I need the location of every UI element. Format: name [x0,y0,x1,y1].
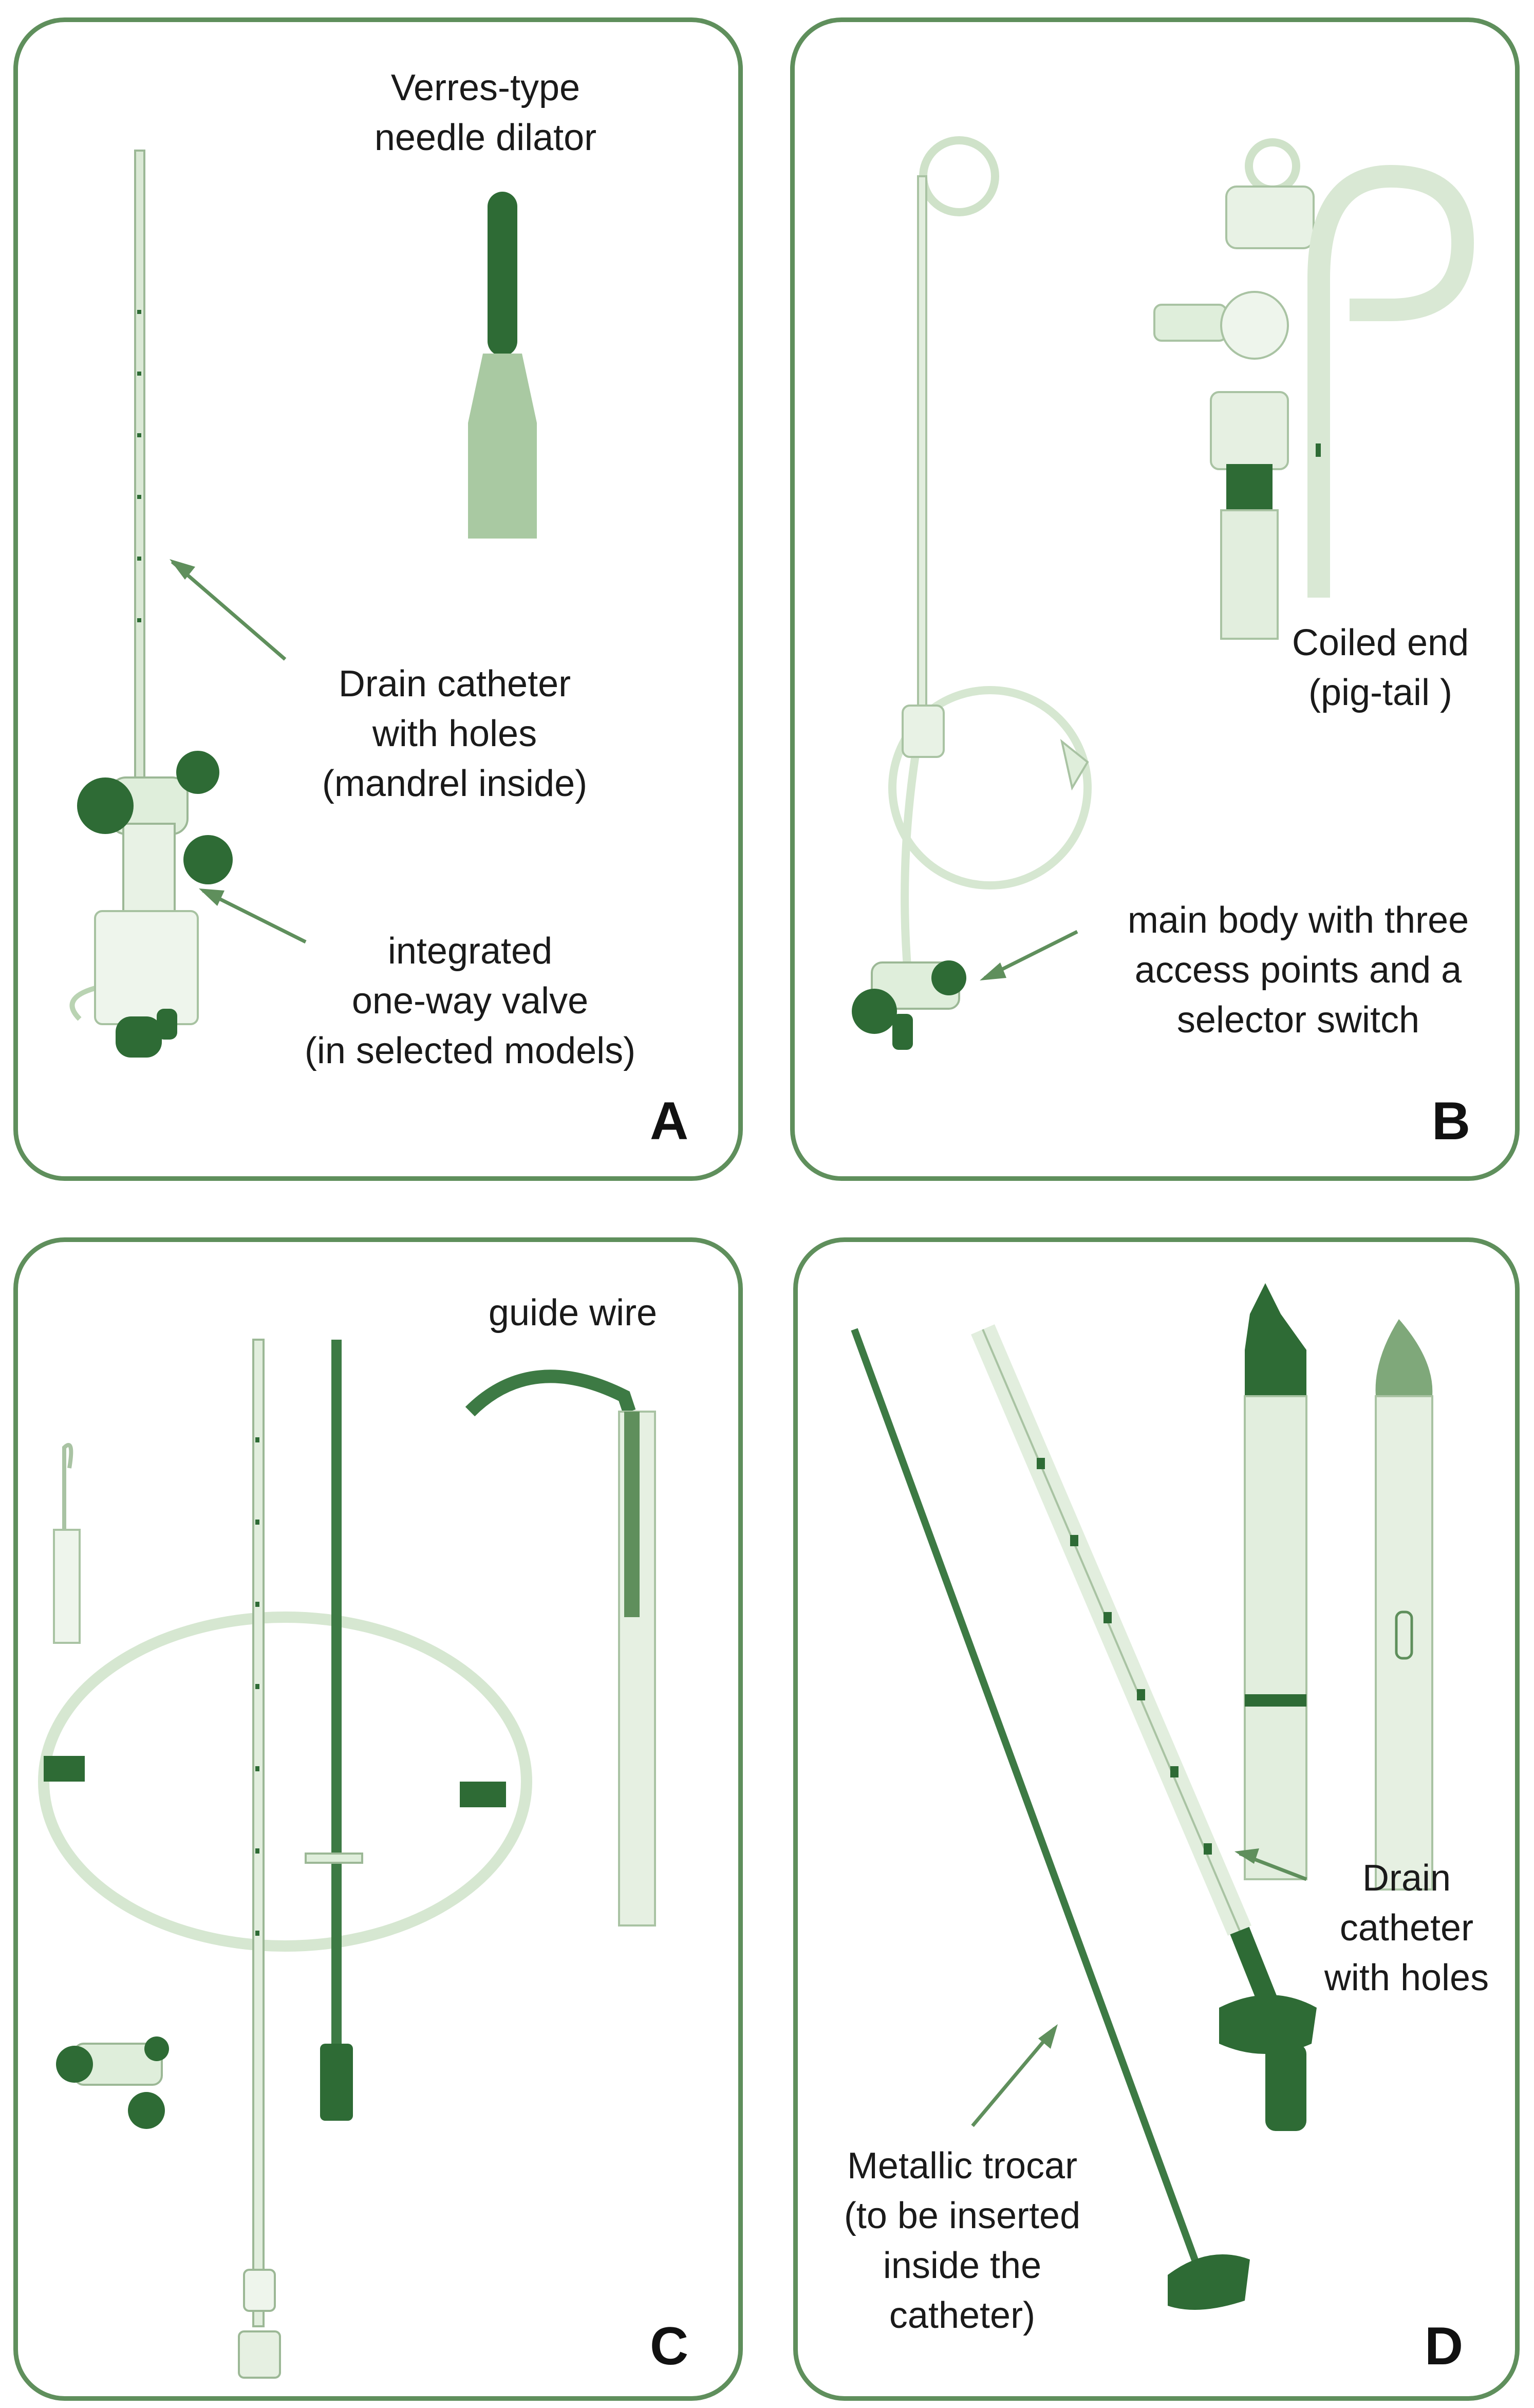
stopcock-b [852,960,966,1050]
label-guide-wire: guide wire [465,1288,681,1338]
panel-a-illustration [69,150,537,1058]
label-line: (in selected models) [304,1030,636,1071]
label-line: Drain [1362,1858,1451,1899]
label-line: with holes [1324,1957,1489,1998]
panel-c-illustration [38,1339,656,2379]
label-drain-catheter-with-holes: Drain catheter with holes [1299,1854,1514,2003]
panel-d-illustration [851,1283,1433,2310]
guide-wire-closeup [465,1369,656,1927]
label-line: (pig-tail ) [1308,672,1453,713]
label-line: main body with three [1127,900,1469,941]
trocar-tip-closeup [1375,1319,1433,1891]
arrow-to-metallic-trocar [971,2024,1058,2127]
label-line: selector switch [1176,999,1420,1041]
label-line: one-way valve [351,980,589,1022]
label-line: Coiled end [1292,622,1469,663]
label-line: (mandrel inside) [322,763,588,804]
pigtail-catheter-b [888,136,1092,973]
label-drain-catheter-mandrel: Drain catheter with holes (mandrel insid… [290,659,619,809]
drain-catheter-a [134,150,145,784]
arrow-to-one-way-valve [199,888,307,944]
label-main-body: main body with three access points and a… [1082,896,1514,1045]
label-line: Metallic trocar [847,2145,1078,2187]
label-line: integrated [387,931,553,972]
label-line: Verres-type [390,67,581,108]
connector-closeup-b [1153,138,1315,640]
label-one-way-valve: integrated one-way valve (in selected mo… [275,927,665,1076]
panel-b-illustration [852,136,1474,1050]
dilator-c [305,1340,363,2121]
label-line: guide wire [488,1292,658,1333]
panel-a: Verres-type needle dilator Drain cathete… [13,17,743,1181]
panel-c: guide wire C [13,1237,743,2401]
label-metallic-trocar: Metallic trocar (to be inserted inside t… [813,2141,1111,2341]
valve-hub-a [69,751,233,1058]
panel-letter-d: D [1425,2317,1464,2376]
drain-catheter-c [238,1339,281,2379]
panel-letter-c: C [650,2317,689,2376]
coiled-tube-c [38,1443,532,1952]
panel-letter-a: A [650,1091,689,1151]
label-line: (to be inserted [844,2195,1081,2236]
panel-d: Drain catheter with holes Metallic troca… [793,1237,1520,2401]
stopcock-c [56,2036,169,2129]
label-line: access points and a [1134,950,1462,991]
label-verres-needle-dilator: Verres-type needle dilator [357,63,614,163]
label-line: Drain catheter [338,663,571,705]
label-line: catheter [1339,1907,1474,1949]
verres-needle-dilator [468,192,537,539]
metallic-trocar [851,1328,1250,2310]
label-line: catheter) [889,2295,1036,2336]
arrow-to-main-body [980,930,1078,980]
arrow-to-drain-catheter-d [1234,1848,1307,1881]
label-coiled-end: Coiled end (pig-tail ) [1267,618,1493,718]
label-line: needle dilator [374,117,597,158]
label-line: inside the [883,2245,1042,2286]
panel-letter-b: B [1432,1091,1471,1151]
catheter-tip-closeup [1244,1283,1307,1880]
arrow-to-drain-catheter-a [170,559,287,661]
panel-b: Coiled end (pig-tail ) main body with th… [790,17,1520,1181]
drain-catheter-d [971,1324,1317,2131]
coiled-end-closeup [1307,164,1474,598]
label-line: with holes [372,713,537,754]
